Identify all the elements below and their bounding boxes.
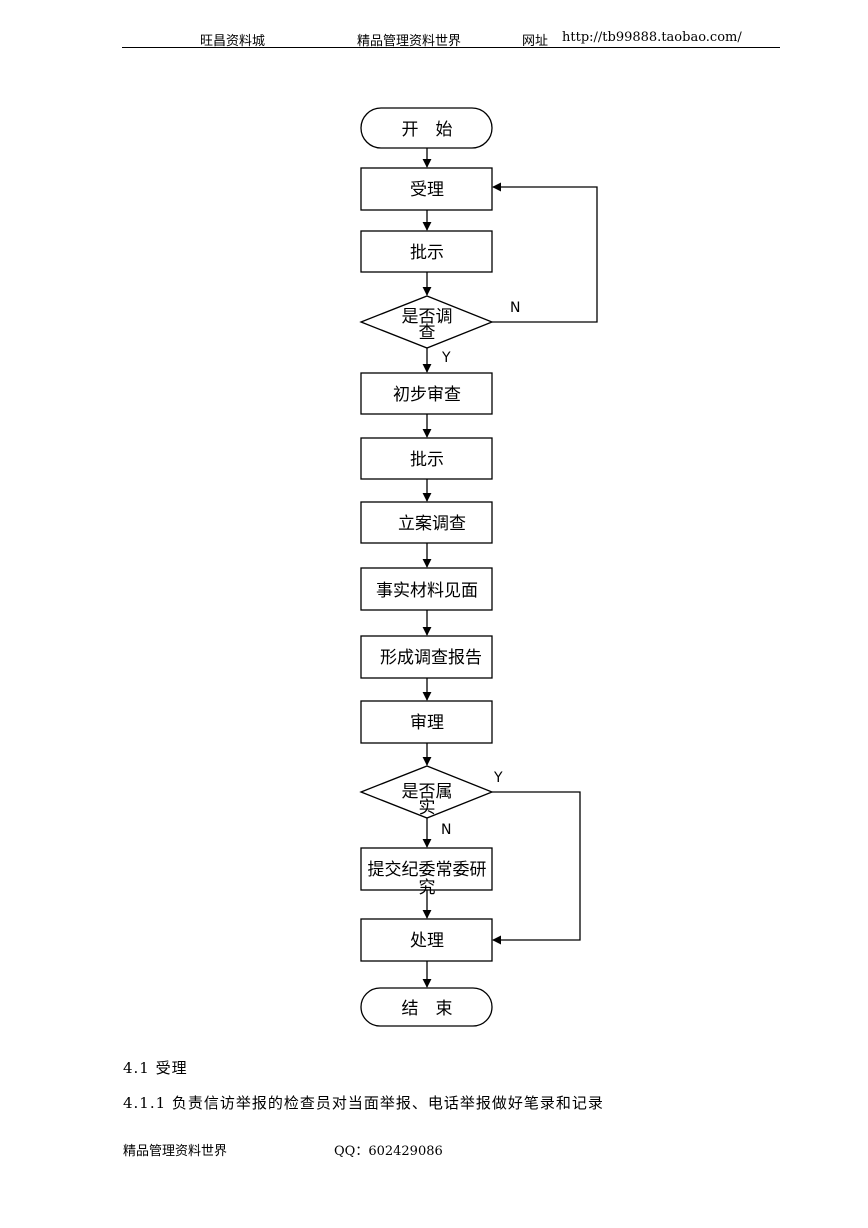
edge-label-investigate-no: N	[510, 300, 520, 316]
approve2-label: 批示	[410, 450, 444, 470]
material-meeting-label: 事实材料见面	[376, 581, 478, 601]
end-terminator-shape	[360, 987, 493, 1027]
footer-qq: QQ：602429086	[334, 1144, 443, 1159]
handle-label: 处理	[410, 931, 444, 951]
investigate-question-line1: 是否调	[402, 307, 453, 327]
accept-label: 受理	[410, 180, 444, 200]
approve2-box	[360, 437, 493, 480]
fact-question-line1: 是否属	[402, 782, 453, 802]
header-site-name: 旺昌资料城	[200, 34, 266, 49]
section-paragraph: 4.1.1 负责信访举报的检查员对当面举报、电话举报做好笔录和记录	[123, 1094, 604, 1112]
footer-site-name: 精品管理资料世界	[123, 1144, 228, 1159]
edge-fact-yes-handle	[492, 791, 581, 945]
header-url-link[interactable]: http://tb99888.taobao.com/	[562, 30, 742, 45]
handle-box	[360, 918, 493, 962]
edge-label-fact-yes: Y	[493, 770, 503, 786]
start-label: 开 始	[402, 120, 453, 140]
approve1-label: 批示	[410, 243, 444, 263]
submit-box	[360, 847, 493, 891]
case-investigation-label: 立案调查	[398, 514, 466, 534]
header-title: 精品管理资料世界	[357, 34, 462, 49]
flowchart: 开 始 受理 批示 是否调 查 初步审查 批示 立案调查 事实材料见面 形成调查…	[359, 107, 598, 1027]
submit-label-line2: 究	[419, 878, 436, 898]
prelim-review-label: 初步审查	[393, 385, 461, 405]
section-title: 4.1 受理	[123, 1059, 188, 1077]
edge-investigate-no-loop	[492, 182, 598, 323]
fact-question-line2: 实	[419, 798, 436, 818]
report-label: 形成调查报告	[380, 648, 482, 668]
trial-box	[360, 700, 493, 744]
end-label: 结 束	[402, 999, 453, 1019]
trial-label: 审理	[410, 713, 444, 733]
edge-label-fact-no: N	[441, 822, 451, 838]
report-box	[360, 635, 493, 679]
approve1-box	[360, 230, 493, 273]
header-url-label: 网址	[522, 34, 549, 49]
edge-label-investigate-yes: Y	[441, 350, 451, 366]
accept-box	[360, 167, 493, 211]
header-divider	[122, 47, 780, 48]
investigate-question-line2: 查	[419, 323, 436, 343]
submit-label-line1: 提交纪委常委研	[368, 860, 487, 880]
